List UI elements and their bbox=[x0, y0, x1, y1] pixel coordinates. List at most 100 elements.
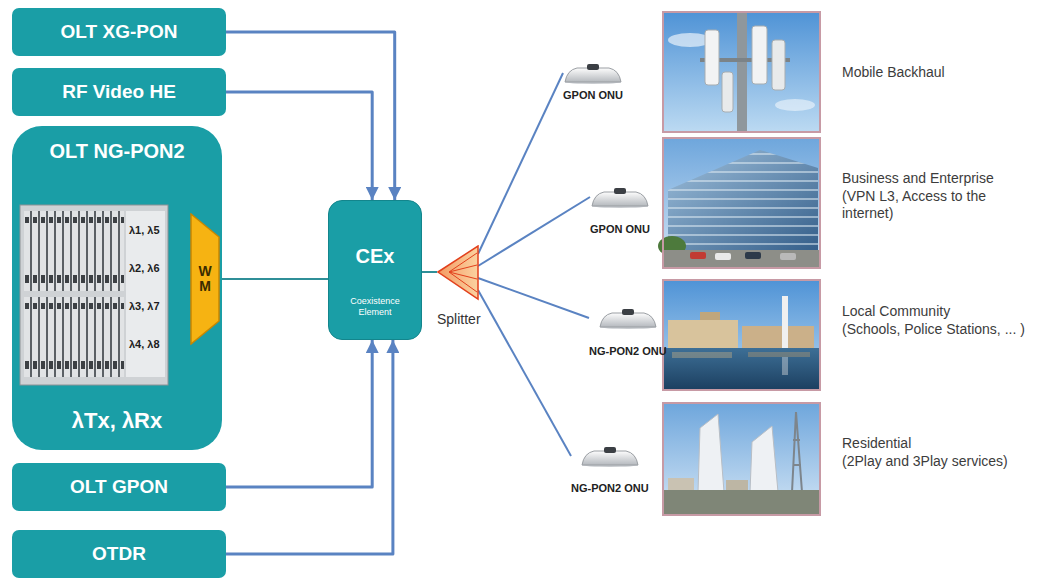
business-photo-part bbox=[663, 138, 820, 268]
service-note: (VPN L3, Access to the internet) bbox=[842, 188, 1032, 222]
residential-photo-part bbox=[726, 480, 748, 492]
onu-device: NG-PON2 ONU bbox=[589, 307, 667, 357]
mobile-backhaul-photo-part bbox=[705, 30, 719, 85]
olt-panel: OLT NG-PON2 λTx, λRx WM bbox=[12, 126, 222, 450]
business-photo-part bbox=[663, 250, 820, 268]
onu-icon-part bbox=[600, 313, 656, 327]
business-photo-part bbox=[745, 252, 761, 259]
onu-icon-part bbox=[592, 192, 648, 206]
service-caption: Local Community bbox=[842, 303, 950, 320]
residential-photo-part bbox=[668, 478, 694, 492]
olt-chassis-part bbox=[24, 211, 124, 291]
community-photo-part bbox=[748, 352, 810, 357]
node-text: RF Video HE bbox=[62, 81, 176, 103]
community-photo-part bbox=[672, 352, 732, 358]
connector bbox=[478, 278, 589, 318]
service-caption: Business and Enterprise bbox=[842, 170, 994, 187]
olt-chassis-part bbox=[20, 205, 168, 385]
wavelength-label: λ3, λ7 bbox=[129, 300, 160, 312]
node-text: OTDR bbox=[92, 543, 146, 565]
onu-device: NG-PON2 ONU bbox=[571, 445, 649, 494]
residential-photo-part bbox=[750, 426, 778, 492]
node-text: GPON ONU bbox=[590, 223, 650, 235]
community-photo-part bbox=[668, 320, 738, 348]
olt-box: OLT XG-PON bbox=[12, 8, 226, 56]
service-caption: Mobile Backhaul bbox=[842, 64, 945, 81]
mobile-backhaul-photo-part bbox=[737, 12, 747, 132]
node-text: Splitter bbox=[437, 311, 499, 327]
otdr-box: OTDR bbox=[12, 530, 226, 578]
community-photo-part bbox=[742, 326, 814, 348]
connector bbox=[422, 271, 437, 273]
community-photo-part bbox=[700, 312, 720, 320]
node-text: OLT NG-PON2 bbox=[49, 140, 184, 163]
wavelength-label: λ2, λ6 bbox=[129, 262, 160, 274]
connector bbox=[220, 278, 328, 280]
headend-box: RF Video HE bbox=[12, 68, 226, 116]
olt-chassis bbox=[20, 205, 168, 385]
service-note: (2Play and 3Play services) bbox=[842, 453, 1008, 470]
connector bbox=[226, 340, 372, 487]
community-photo-part bbox=[663, 280, 820, 390]
olt-box: OLT GPON bbox=[12, 463, 226, 511]
olt-chassis-part bbox=[24, 297, 124, 377]
mobile-backhaul-photo bbox=[663, 12, 820, 132]
splitter: Splitter bbox=[437, 245, 499, 329]
onu-icon-part bbox=[582, 451, 638, 465]
mobile-backhaul-photo-part bbox=[722, 72, 733, 112]
community-photo-part bbox=[663, 280, 820, 390]
business-photo-part bbox=[715, 253, 731, 260]
onu-icon bbox=[598, 307, 658, 329]
node-text: λTx, λRx bbox=[72, 408, 163, 434]
community-photo bbox=[663, 280, 820, 390]
business-photo-part bbox=[668, 150, 818, 250]
onu-icon-part bbox=[565, 68, 621, 82]
mobile-backhaul-photo-part bbox=[668, 33, 712, 47]
service-note: (Schools, Police Stations, ... ) bbox=[842, 321, 1025, 338]
business-photo-part bbox=[668, 150, 818, 250]
business-photo-part bbox=[780, 253, 796, 260]
onu-icon-part bbox=[604, 447, 616, 453]
connector bbox=[478, 290, 571, 456]
community-photo-part bbox=[782, 296, 788, 348]
splitter-shape-part bbox=[438, 246, 478, 299]
node-text: WM bbox=[198, 264, 212, 295]
business-photo bbox=[658, 138, 820, 268]
onu-device: GPON ONU bbox=[563, 62, 623, 101]
onu-icon-part bbox=[622, 309, 634, 315]
mobile-backhaul-photo-part bbox=[772, 40, 785, 90]
connector bbox=[478, 197, 590, 266]
residential-photo-part bbox=[663, 403, 820, 515]
node-text: NG-PON2 ONU bbox=[571, 482, 649, 494]
mobile-backhaul-photo-part bbox=[663, 12, 820, 132]
mobile-backhaul-photo-part bbox=[752, 26, 767, 84]
connector bbox=[226, 92, 372, 200]
olt-chassis-part bbox=[126, 211, 165, 377]
node-text: OLT GPON bbox=[70, 476, 168, 498]
residential-photo-part bbox=[698, 414, 724, 492]
service-caption: Residential bbox=[842, 435, 911, 452]
wavelength-mux: WM bbox=[190, 213, 220, 345]
onu-device: GPON ONU bbox=[590, 186, 650, 235]
residential-photo bbox=[663, 403, 820, 515]
onu-icon bbox=[580, 445, 640, 467]
mobile-backhaul-photo-part bbox=[663, 12, 820, 132]
onu-icon bbox=[563, 62, 623, 84]
onu-icon bbox=[590, 186, 650, 208]
onu-icon-part bbox=[614, 188, 626, 194]
connector bbox=[478, 73, 563, 254]
residential-photo-part bbox=[792, 412, 802, 492]
node-text: OLT XG-PON bbox=[61, 21, 178, 43]
connector bbox=[226, 340, 393, 554]
splitter-shape bbox=[437, 245, 479, 301]
node-text: CEx bbox=[356, 245, 395, 268]
connector bbox=[226, 32, 395, 200]
mobile-backhaul-photo-part bbox=[775, 99, 815, 111]
node-text: GPON ONU bbox=[563, 89, 623, 101]
community-photo-part bbox=[663, 348, 820, 390]
business-photo-part bbox=[663, 138, 820, 268]
onu-icon-part bbox=[587, 64, 599, 70]
mobile-backhaul-photo-part bbox=[700, 58, 790, 62]
residential-photo-part bbox=[663, 490, 820, 515]
wavelength-label: λ4, λ8 bbox=[129, 338, 160, 350]
